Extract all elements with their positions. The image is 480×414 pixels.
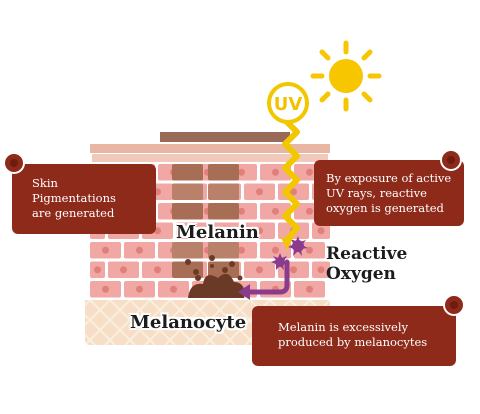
uv-badge: UV — [267, 82, 309, 124]
skin-cell-nucleus — [102, 246, 109, 254]
skin-pigmentation-marker — [3, 152, 25, 174]
melanin-granule — [193, 269, 199, 275]
skin-top-layer — [90, 132, 330, 162]
reactive-oxygen-label: Reactive Oxygen — [326, 244, 407, 284]
pigment-cell — [172, 203, 203, 220]
skin-cell-nucleus — [290, 188, 297, 196]
oxygen-to-melanocyte-arrow — [238, 259, 290, 300]
skin-cell-nucleus — [94, 266, 101, 274]
skin-cell-nucleus — [272, 207, 279, 215]
skin-cell-nucleus — [317, 266, 325, 274]
skin-cell-nucleus — [306, 246, 313, 254]
pigment-cell — [208, 242, 239, 259]
melanin-production-line-1: Melanin is excessively — [278, 320, 408, 334]
skin-cell-nucleus — [238, 246, 245, 254]
skin-pigmentation-callout: Skin Pigmentations are generated — [12, 164, 156, 234]
skin-cell-nucleus — [222, 227, 229, 235]
reactive-oxygen-line-2: Oxygen — [326, 264, 396, 284]
pigment-cell — [172, 183, 203, 200]
skin-cell-nucleus — [120, 266, 127, 274]
uv-label: UV — [274, 94, 303, 115]
skin-cell-nucleus — [256, 266, 263, 274]
melanin-granule — [229, 261, 235, 267]
pigment-cell — [208, 164, 239, 181]
melanin-production-marker — [443, 294, 465, 316]
melanin-production-callout: Melanin is excessively produced by melan… — [252, 306, 456, 366]
skin-cell-nucleus — [238, 168, 245, 176]
skin-cell-nucleus — [136, 285, 143, 293]
skin-cell-nucleus — [306, 285, 313, 293]
pigment-cell — [208, 183, 239, 200]
skin-cell-nucleus — [272, 246, 279, 254]
skin-cell-nucleus — [136, 246, 143, 254]
melanin-label: Melanin — [176, 222, 259, 243]
uv-exposure-line-3: oxygen is generated — [326, 201, 444, 215]
pigment-cell — [172, 164, 203, 181]
skin-cell-nucleus — [256, 227, 263, 235]
reactive-oxygen-line-1: Reactive — [326, 244, 408, 264]
skin-cell-nucleus — [102, 285, 109, 293]
skin-cell-nucleus — [256, 188, 263, 196]
skin-cell-nucleus — [154, 266, 161, 274]
pigment-cell-column — [172, 164, 239, 283]
skin-cell-nucleus — [306, 207, 313, 215]
reactive-oxygen-particles — [271, 236, 308, 270]
uv-exposure-callout: By exposure of active UV rays, reactive … — [314, 160, 464, 226]
pigment-cell — [208, 203, 239, 220]
melanocyte-label: Melanocyte — [130, 312, 247, 333]
skin-pigmentation-line-3: are generated — [32, 206, 115, 220]
skin-cell-nucleus — [272, 168, 279, 176]
uv-exposure-marker — [440, 149, 462, 171]
pigment-cell — [172, 242, 203, 259]
skin-pigmentation-line-2: Pigmentations — [32, 191, 116, 205]
melanocyte-cell — [188, 264, 245, 298]
melanin-production-line-2: produced by melanocytes — [278, 335, 428, 349]
sun-icon — [310, 40, 382, 112]
melanin-granule — [185, 259, 191, 265]
skin-cell-nucleus — [188, 227, 195, 235]
skin-cell-nucleus — [238, 207, 245, 215]
skin-cell-nucleus — [317, 227, 325, 235]
skin-pigmentation-line-1: Skin — [32, 176, 58, 190]
skin-cell-nucleus — [306, 168, 313, 176]
uv-exposure-line-1: By exposure of active — [326, 171, 452, 185]
skin-cell-nucleus — [170, 285, 177, 293]
melanin-granule — [209, 255, 215, 261]
uv-exposure-line-2: UV rays, reactive — [326, 186, 427, 200]
skin-cell-nucleus — [290, 266, 297, 274]
uv-ray — [282, 117, 300, 243]
